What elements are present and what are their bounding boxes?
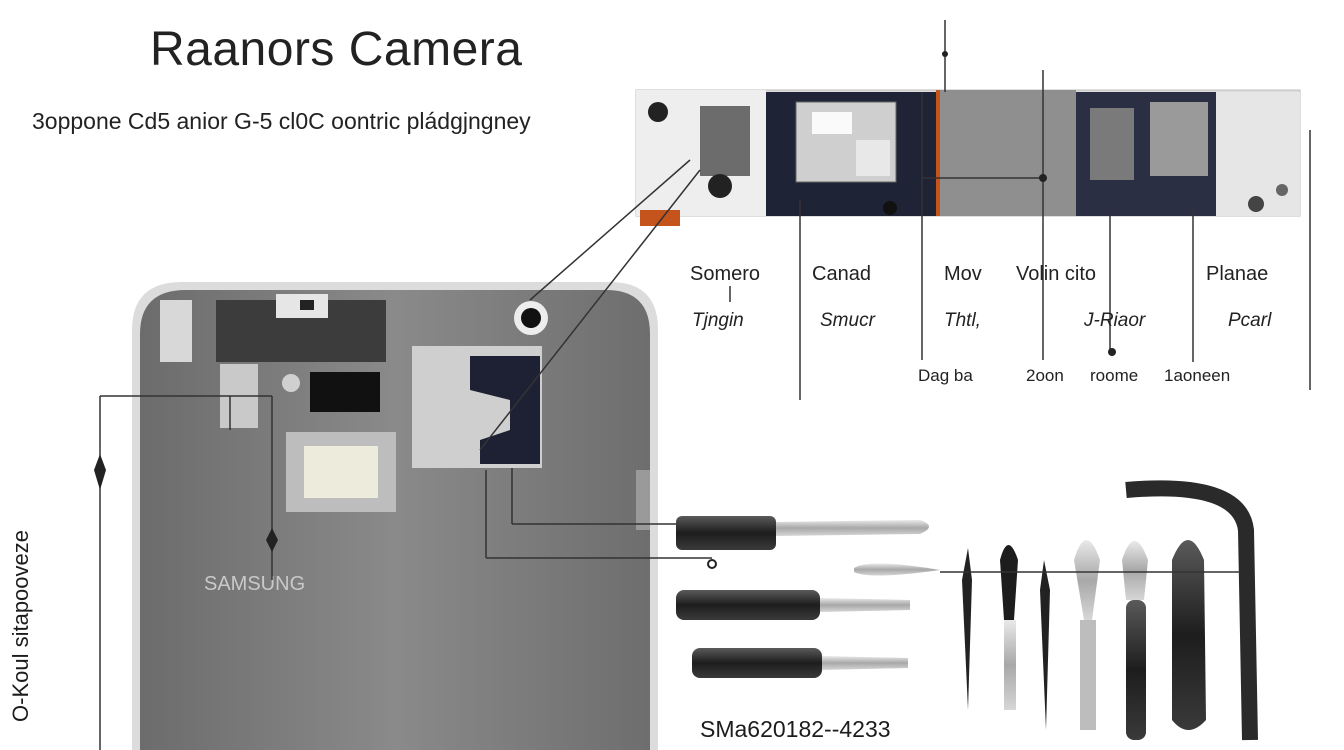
part-number: SMa620182--4233: [700, 716, 891, 742]
label-row3-3: roome: [1090, 366, 1139, 385]
label-row2-1: Tjngin: [692, 310, 744, 331]
label-row2-4: J-Riaor: [1084, 310, 1146, 331]
label-row1-4: Volin cito: [1016, 263, 1097, 285]
label-row3-1: Dag ba: [918, 366, 973, 385]
label-row1-2: Canad: [812, 263, 871, 285]
label-row3-2: 2oon: [1026, 366, 1064, 385]
callout-nodes: [94, 51, 1116, 569]
label-row1-3: Mov: [944, 263, 982, 285]
label-row2-3: Thtl,: [944, 310, 981, 331]
camera-module-strip: [635, 89, 1301, 226]
label-row1-5: Planae: [1206, 263, 1269, 285]
diagram-subtitle: 3oppone Cd5 anior G-5 cl0C oontric pládg…: [32, 108, 531, 134]
label-row2-2: Smucr: [820, 310, 875, 331]
label-row3-4: 1aoneen: [1164, 366, 1231, 385]
diagram-title: Raanors Camera: [150, 23, 523, 76]
phone-brand-text: SAMSUNG: [204, 573, 305, 595]
label-row2-5: Pcarl: [1228, 310, 1272, 331]
callout-lines: [99, 20, 1311, 750]
phone-body: [132, 282, 658, 750]
label-row1-1: Somero: [690, 263, 761, 285]
tool-set: [676, 480, 1258, 741]
